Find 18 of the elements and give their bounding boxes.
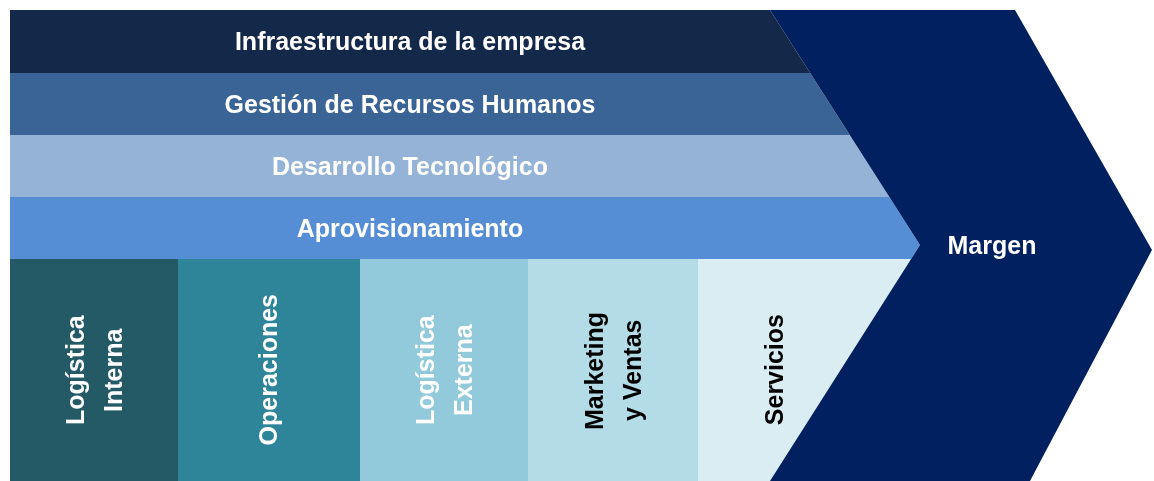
support-activity-band [10,73,850,135]
primary-activity-column [10,259,178,481]
activity-label: Aprovisionamiento [296,213,524,243]
activity-label: Logística Interna [59,314,127,427]
activity-label: Gestión de Recursos Humanos [224,89,596,119]
activity-label: Infraestructura de la empresa [234,27,586,56]
support-activity-band [10,10,811,73]
activity-label: Servicios [758,314,789,426]
activity-label: Desarrollo Tecnológico [272,151,548,181]
activity-label: Marketing y Ventas [578,309,647,432]
activity-label: Operaciones [253,294,284,446]
primary-activity-column [528,259,698,481]
margin-label: Margen [947,231,1037,260]
primary-activity-column [178,259,360,481]
primary-activity-column [360,259,528,481]
activity-label: Logística Externa [409,314,477,427]
support-activity-band [10,135,890,197]
support-activity-band [10,197,920,259]
